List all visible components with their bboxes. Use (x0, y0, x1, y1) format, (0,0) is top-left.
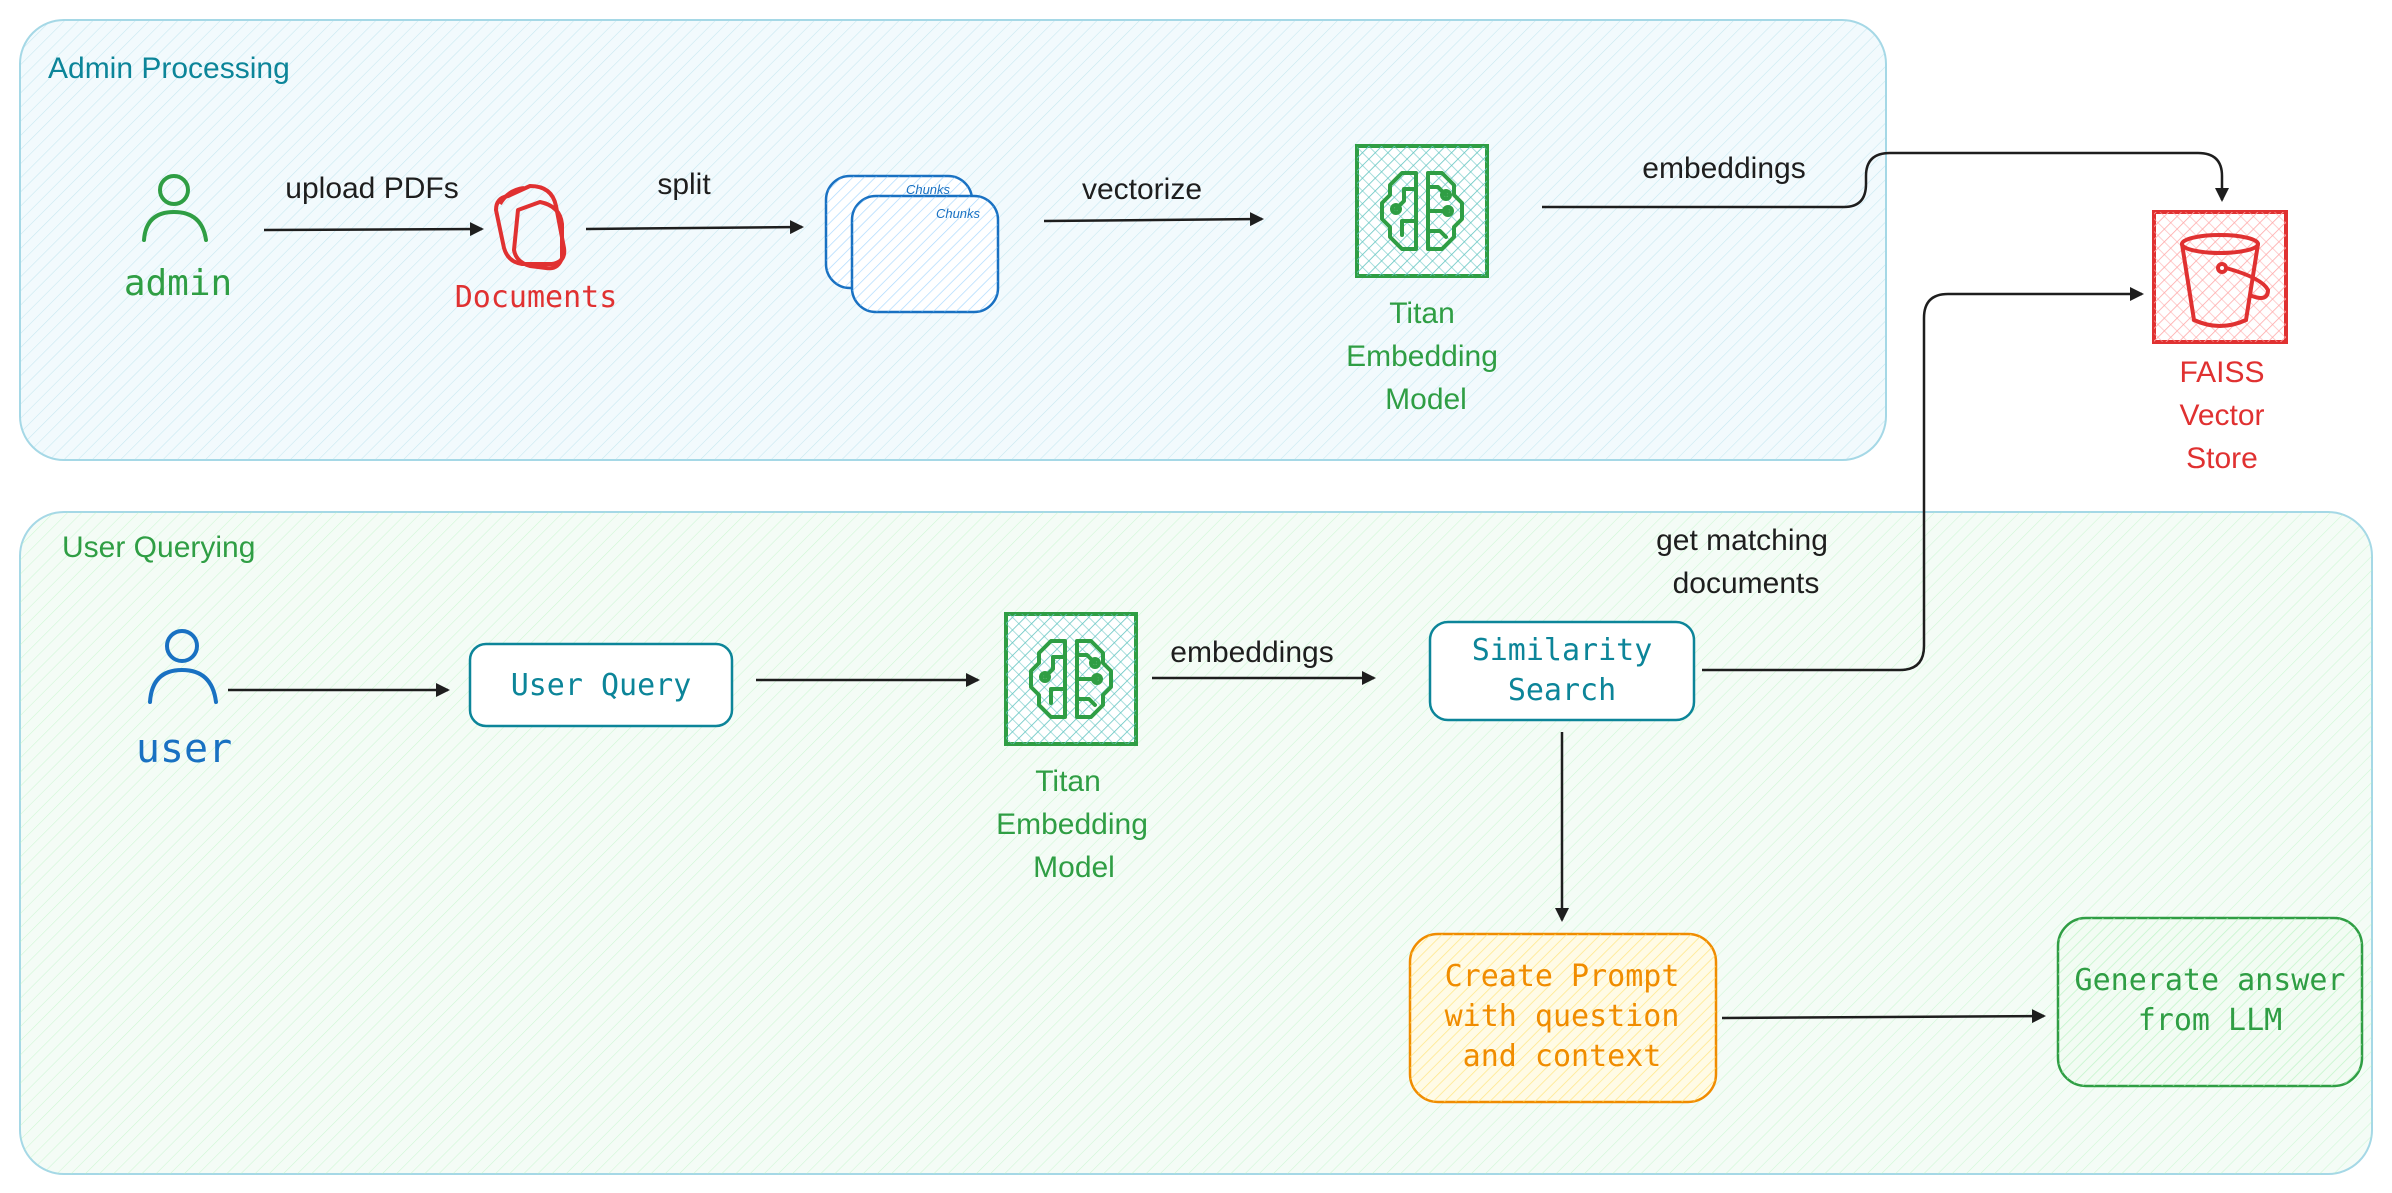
edge-split (585, 220, 804, 235)
edge-split-label: split (657, 168, 711, 201)
similarity-line2: Search (1508, 673, 1616, 708)
similarity-line1: Similarity (1472, 633, 1653, 668)
edge-prompt-to-answer (1721, 1009, 2046, 1024)
edge-similarity-to-faiss (1702, 287, 2144, 672)
edge-embeddings-to-faiss (1542, 151, 2229, 209)
prompt-line2: with question (1445, 999, 1680, 1034)
titan-admin-line3: Model (1385, 383, 1467, 416)
answer-line1: Generate answer (2075, 963, 2346, 998)
chunk-label-back: Chunks (906, 182, 951, 197)
titan-user-line1: Titan (1035, 765, 1101, 798)
titan-user-line2: Embedding (996, 808, 1148, 841)
edge-get-matching-line1: get matching (1656, 524, 1828, 557)
user-person-icon (148, 629, 218, 704)
user-query-box: User Query (468, 642, 734, 728)
prompt-line1: Create Prompt (1445, 959, 1680, 994)
documents-label: Documents (455, 280, 618, 315)
chunks-stack: Chunks Chunks (824, 174, 1000, 314)
edge-embeddings-admin-label: embeddings (1642, 152, 1805, 185)
titan-admin-line1: Titan (1389, 297, 1455, 330)
generate-answer-box: Generate answer from LLM (2056, 916, 2364, 1088)
titan-user-line3: Model (1033, 851, 1115, 884)
user-label: user (136, 726, 232, 772)
faiss-line3: Store (2186, 442, 2258, 475)
admin-label: admin (124, 263, 232, 304)
chunk-label-front: Chunks (936, 206, 981, 221)
admin-person-icon (142, 174, 208, 242)
similarity-search-box: Similarity Search (1428, 620, 1696, 722)
answer-line2: from LLM (2138, 1003, 2283, 1038)
titan-admin-line2: Embedding (1346, 340, 1498, 373)
faiss-bucket-icon (2152, 210, 2288, 344)
titan-admin-icon (1355, 144, 1489, 278)
edge-upload-label: upload PDFs (285, 172, 458, 205)
edge-embeddings-user-label: embeddings (1170, 636, 1333, 669)
titan-user-icon (1004, 612, 1138, 746)
edge-upload (263, 222, 484, 237)
faiss-line2: Vector (2179, 399, 2264, 432)
user-querying-panel (19, 511, 2373, 1175)
faiss-line1: FAISS (2179, 356, 2264, 389)
edge-vectorize (1043, 212, 1264, 227)
documents-icon (494, 184, 567, 271)
edge-get-matching-line2: documents (1673, 567, 1820, 600)
edge-vectorize-label: vectorize (1082, 173, 1202, 206)
user-query-label: User Query (511, 668, 692, 703)
create-prompt-box: Create Prompt with question and context (1408, 932, 1718, 1104)
prompt-line3: and context (1463, 1039, 1662, 1074)
admin-panel-title: Admin Processing (48, 52, 290, 85)
user-panel-title: User Querying (62, 531, 255, 564)
